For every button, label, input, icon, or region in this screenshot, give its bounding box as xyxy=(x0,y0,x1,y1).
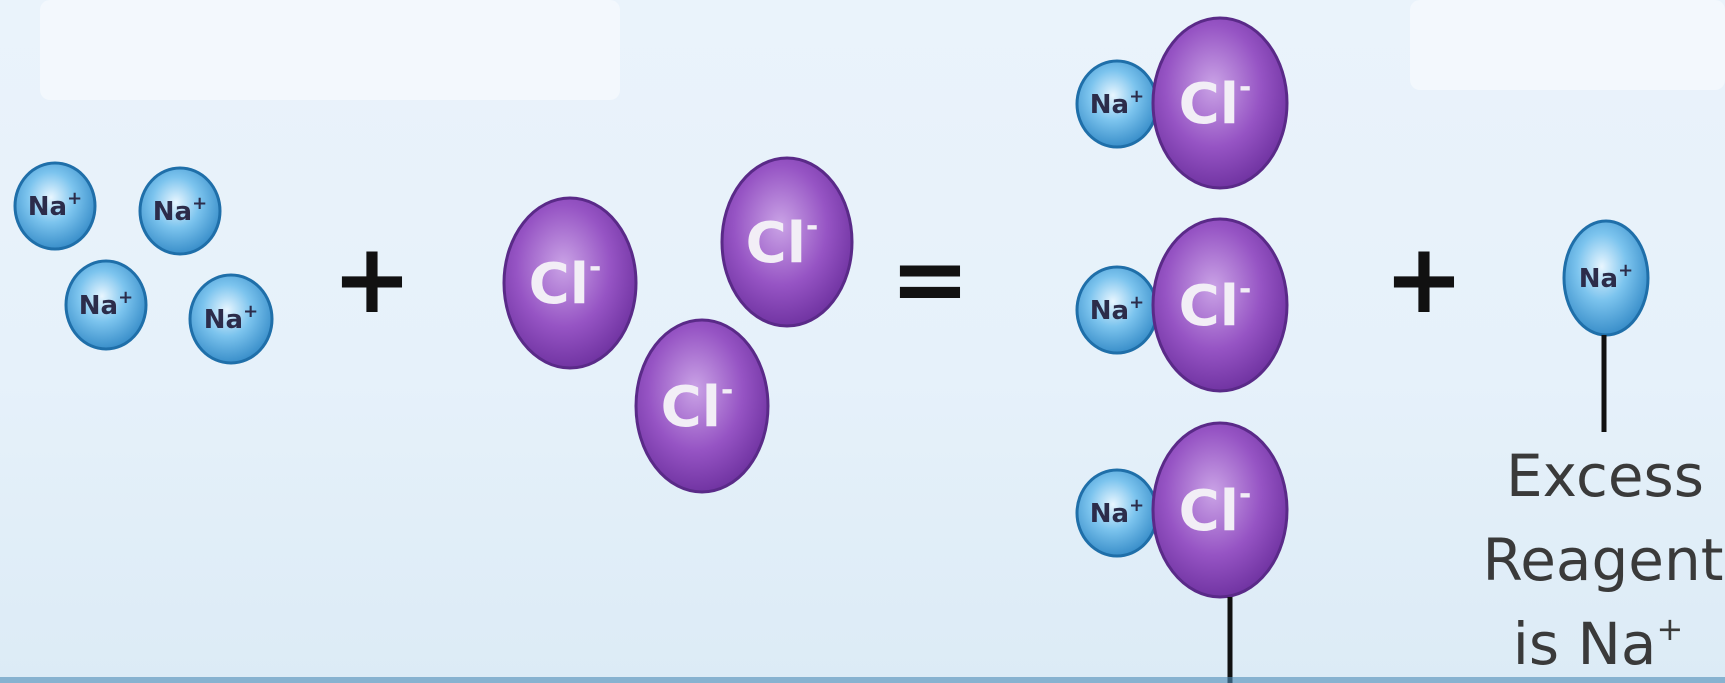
na-ion-label: Na+ xyxy=(79,287,133,321)
na-ion-label: Na+ xyxy=(1090,292,1144,326)
cl-ion: Cl- xyxy=(720,156,854,328)
na-ion-label: Na+ xyxy=(28,188,82,222)
reactant-chloride-group: Cl- Cl- Cl- xyxy=(502,156,854,494)
nacl-pair: Na+ Cl- xyxy=(1075,16,1289,190)
cl-ion-label: Cl- xyxy=(1179,272,1252,339)
excess-reagent-group: Na+ Excess Reagent is Na+ xyxy=(1483,219,1724,678)
equals-operator: = xyxy=(890,223,970,335)
nacl-pair: Na+ Cl- xyxy=(1075,421,1289,599)
na-ion-label: Na+ xyxy=(1579,260,1633,294)
na-ion-label: Na+ xyxy=(153,193,207,227)
plus-operator: + xyxy=(332,223,412,335)
cl-ion: Cl- xyxy=(634,318,770,494)
na-ion-label: Na+ xyxy=(1090,495,1144,529)
cl-ion: Cl- xyxy=(502,196,638,370)
cl-ion-label: Cl- xyxy=(1179,70,1252,137)
bottom-edge-strip xyxy=(0,677,1725,683)
excess-label-line-2: Reagent xyxy=(1483,526,1724,594)
na-ion: Na+ xyxy=(1562,219,1650,337)
nacl-pair: Na+ Cl- xyxy=(1075,217,1289,393)
product-nacl-group: Na+ Cl- Na+ Cl- Na+ Cl- xyxy=(1075,16,1289,683)
background-panels xyxy=(40,0,1725,100)
na-ion: Na+ xyxy=(188,273,274,365)
excess-label-line-1: Excess xyxy=(1506,442,1704,510)
na-ion: Na+ xyxy=(64,259,148,351)
cl-ion-label: Cl- xyxy=(661,373,734,440)
cl-ion-label: Cl- xyxy=(746,209,819,276)
reactant-sodium-group: Na+ Na+ Na+ Na+ xyxy=(13,161,274,365)
na-ion-label: Na+ xyxy=(204,301,258,335)
na-ion: Na+ xyxy=(13,161,97,251)
na-ion: Na+ xyxy=(138,166,222,256)
cl-ion-label: Cl- xyxy=(1179,477,1252,544)
cl-ion-label: Cl- xyxy=(529,250,602,317)
plus-operator: + xyxy=(1384,223,1464,335)
na-ion-label: Na+ xyxy=(1090,86,1144,120)
excess-label-line-3: is Na+ xyxy=(1513,610,1684,678)
